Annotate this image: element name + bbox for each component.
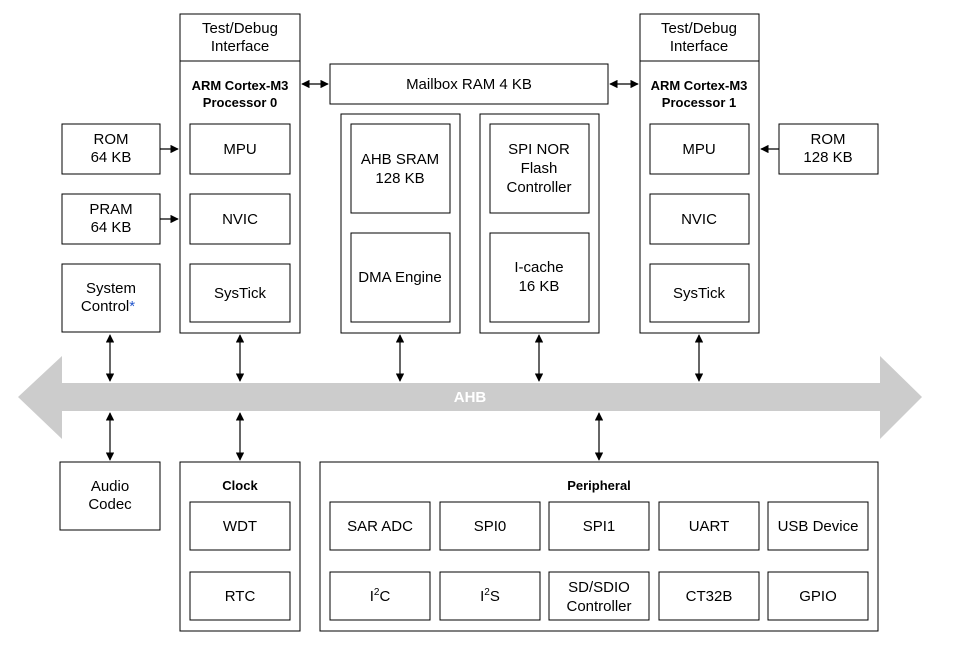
dma-engine (350, 232, 451, 323)
ahb-bus-label: AHB (454, 389, 487, 406)
mailbox-label: Mailbox RAM 4 KB (406, 76, 532, 93)
sar-adc-label: SAR ADC (347, 518, 413, 535)
cpu1-title-line-1: ARM Cortex-M3 (651, 78, 748, 93)
cpu1-debug-line-2: Interface (670, 38, 728, 55)
cpu1-nvic (649, 193, 750, 245)
cpu1-debug-line-1: Test/Debug (661, 20, 737, 37)
rtc-label: RTC (225, 588, 256, 605)
cpu0-nvic-label: NVIC (222, 211, 258, 228)
wdt (189, 501, 291, 551)
ct32b-label: CT32B (686, 588, 733, 605)
rom0-line-1: ROM (94, 131, 129, 148)
mailbox-ram (329, 63, 609, 105)
gpio (767, 571, 869, 621)
peripheral-title: Peripheral (567, 478, 631, 493)
audio-codec-line-2: Codec (88, 496, 132, 513)
sd-sdio-controller (548, 571, 650, 621)
sdio-line-1: SD/SDIO (568, 579, 630, 596)
cpu0-mpu (189, 123, 291, 175)
pram-line-2: 64 KB (91, 219, 132, 236)
rom-64kb (61, 123, 161, 175)
i-cache-line-2: 16 KB (519, 278, 560, 295)
connectors (105, 79, 779, 461)
ahb-sram (350, 123, 451, 214)
cpu0-debug-line-1: Test/Debug (202, 20, 278, 37)
i-cache (489, 232, 590, 323)
pram-line-1: PRAM (89, 201, 132, 218)
i2s-label: I2S (480, 587, 500, 605)
clock-title: Clock (222, 478, 258, 493)
usb-device (767, 501, 869, 551)
cpu0-title-line-1: ARM Cortex-M3 (192, 78, 289, 93)
rom-128kb (778, 123, 879, 175)
system-control-line-1: System (86, 280, 136, 297)
processor-1-group: Test/Debug Interface ARM Cortex-M3 Proce… (639, 13, 760, 334)
ahb-bus-arrow (18, 356, 922, 439)
ahb-sram-line-1: AHB SRAM (361, 151, 439, 168)
cpu0-systick (189, 263, 291, 323)
i2c (329, 571, 431, 621)
uart-label: UART (689, 518, 730, 535)
cpu0-systick-label: SysTick (214, 285, 266, 302)
rom0-line-2: 64 KB (91, 149, 132, 166)
system-control-line-2: Control* (81, 298, 135, 315)
audio-codec (59, 461, 161, 531)
cpu1-mpu (649, 123, 750, 175)
rtc (189, 571, 291, 621)
spi-nor-flash-controller (489, 123, 590, 214)
cpu0-mpu-label: MPU (223, 141, 256, 158)
cpu1-title-line-2: Processor 1 (662, 95, 736, 110)
system-control (61, 263, 161, 333)
rom1-line-2: 128 KB (803, 149, 852, 166)
cpu1-mpu-label: MPU (682, 141, 715, 158)
spi1 (548, 501, 650, 551)
spi0-label: SPI0 (474, 518, 507, 535)
ahb-bus: AHB (18, 356, 922, 439)
gpio-label: GPIO (799, 588, 837, 605)
pram-64kb (61, 193, 161, 245)
cpu1-debug-interface (639, 13, 760, 62)
cpu1-nvic-label: NVIC (681, 211, 717, 228)
spi-nor-line-1: SPI NOR (508, 141, 570, 158)
usb-device-label: USB Device (778, 518, 859, 535)
sdio-line-2: Controller (566, 598, 631, 615)
ahb-sram-line-2: 128 KB (375, 170, 424, 187)
spi0 (439, 501, 541, 551)
cpu0-nvic (189, 193, 291, 245)
spi-nor-line-3: Controller (506, 179, 571, 196)
ct32b (658, 571, 760, 621)
wdt-label: WDT (223, 518, 257, 535)
uart (658, 501, 760, 551)
processor-0-group: Test/Debug Interface ARM Cortex-M3 Proce… (179, 13, 301, 334)
spi-nor-line-2: Flash (521, 160, 558, 177)
cpu0-debug-line-2: Interface (211, 38, 269, 55)
cpu1-systick (649, 263, 750, 323)
audio-codec-line-1: Audio (91, 478, 129, 495)
cpu0-title-line-2: Processor 0 (203, 95, 277, 110)
cpu1-systick-label: SysTick (673, 285, 725, 302)
system-control-asterisk: * (129, 298, 135, 315)
i2s (439, 571, 541, 621)
rom1-line-1: ROM (811, 131, 846, 148)
sar-adc (329, 501, 431, 551)
spi1-label: SPI1 (583, 518, 616, 535)
dma-engine-label: DMA Engine (358, 269, 441, 286)
i2c-label: I2C (370, 587, 391, 605)
i-cache-line-1: I-cache (514, 259, 563, 276)
